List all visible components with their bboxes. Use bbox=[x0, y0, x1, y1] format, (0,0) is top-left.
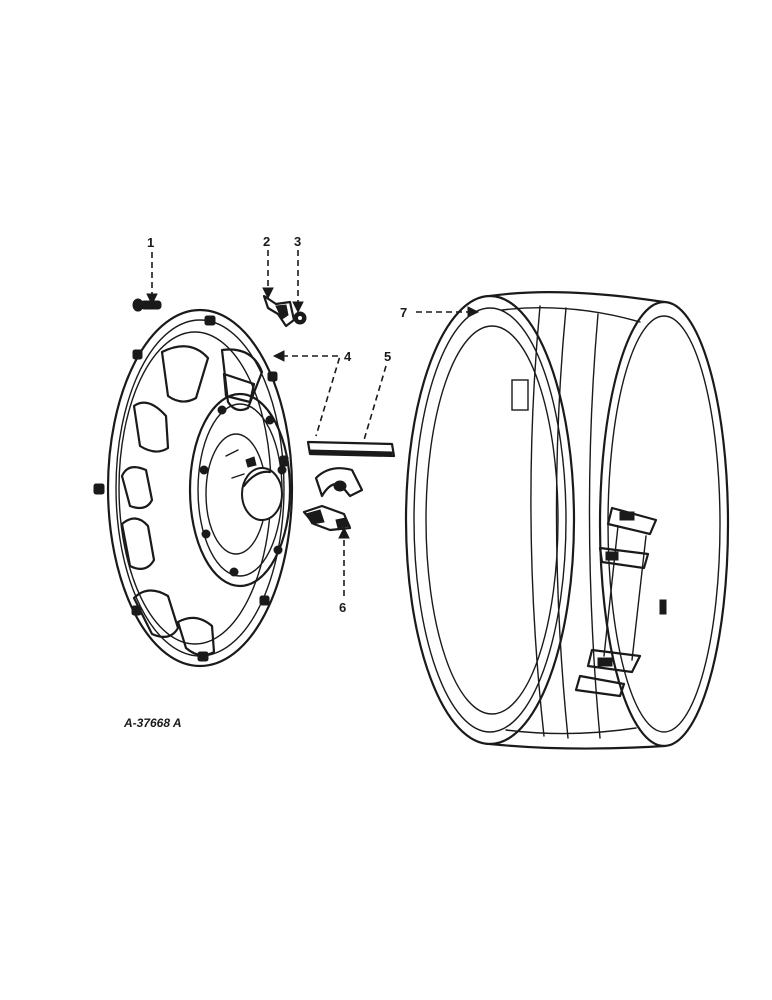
drawing-code: A-37668 A bbox=[123, 716, 182, 730]
part-hub-clamp bbox=[302, 467, 364, 532]
callout-7: 7 bbox=[400, 305, 407, 320]
part-key bbox=[306, 440, 396, 458]
callout-3: 3 bbox=[294, 234, 301, 249]
callout-4: 4 bbox=[344, 349, 352, 364]
callout-6: 6 bbox=[339, 600, 346, 615]
wheel-rim bbox=[404, 291, 730, 750]
callout-5: 5 bbox=[384, 349, 391, 364]
callout-2: 2 bbox=[263, 234, 270, 249]
wheel-disc bbox=[93, 308, 294, 668]
part-nut bbox=[293, 311, 307, 325]
leader-lines bbox=[146, 250, 480, 596]
callout-1: 1 bbox=[147, 235, 154, 250]
part-clamp bbox=[262, 294, 296, 328]
part-bolt bbox=[132, 298, 162, 312]
